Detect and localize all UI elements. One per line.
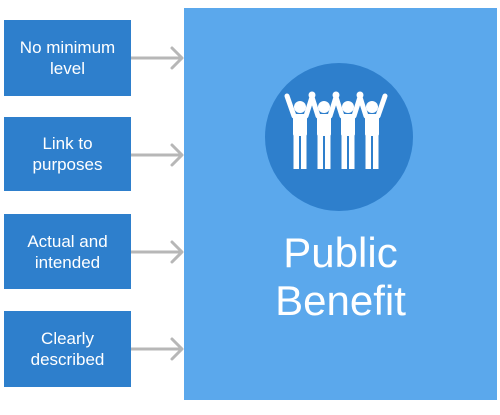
public-benefit-title: Public Benefit xyxy=(184,229,497,325)
arrow-right-icon xyxy=(131,240,184,264)
criterion-label-line1: Clearly xyxy=(41,329,94,348)
criterion-label-line2: purposes xyxy=(32,155,103,174)
criterion-label-line1: Actual and xyxy=(27,231,108,251)
criterion-label-line1: No minimum xyxy=(19,38,116,57)
connector-arrows xyxy=(131,46,184,361)
people-group-icon xyxy=(284,91,388,169)
arrow-right-icon xyxy=(131,143,184,167)
public-benefit-panel: Public Benefit xyxy=(184,8,497,400)
criterion-label-line2: described xyxy=(30,350,105,369)
arrow-right-icon xyxy=(131,337,184,361)
arrow-right-icon xyxy=(131,46,184,70)
title-line1: Public xyxy=(283,229,398,276)
criterion-box-no-minimum-level: No minimum level xyxy=(4,20,131,96)
criterion-label-line2: intended xyxy=(34,252,101,272)
criterion-label-line2: level xyxy=(50,59,85,78)
criterion-box-clearly-described: Clearly described xyxy=(4,311,131,387)
title-line2: Benefit xyxy=(275,277,406,324)
criterion-box-actual-and-intended: Actual and intended xyxy=(4,214,131,289)
criterion-label-line1: Link to xyxy=(42,134,93,153)
icon-badge xyxy=(265,63,413,211)
criterion-box-link-to-purposes: Link to purposes xyxy=(4,117,131,191)
